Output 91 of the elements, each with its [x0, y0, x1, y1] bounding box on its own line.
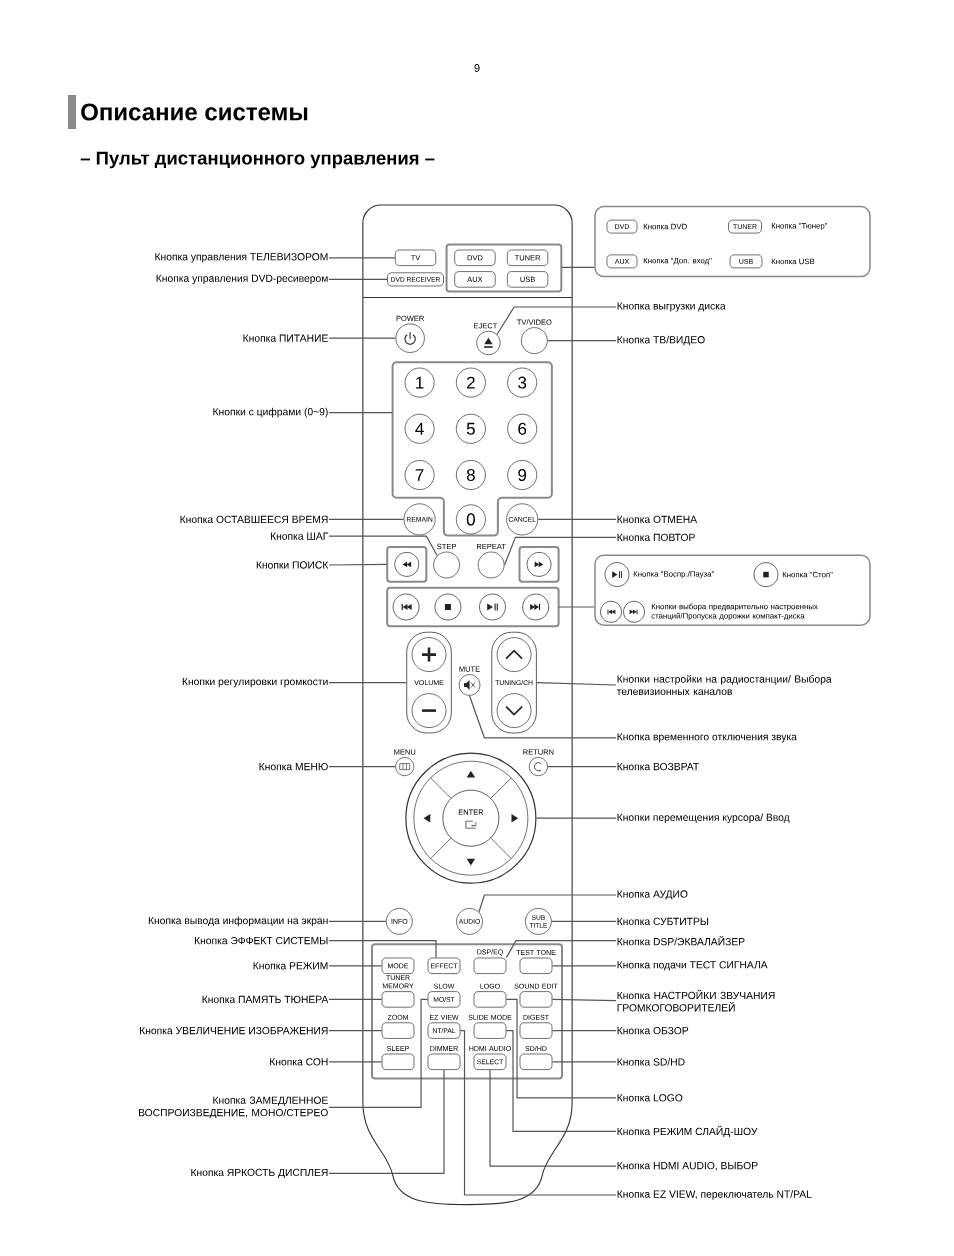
callout-text: Кнопки настройки на радиостанции/ Выбора телевизионных каналов	[616, 674, 832, 696]
leader-line	[328, 518, 405, 520]
callout-text: Кнопка ЭФФЕКТ СИСТЕМЫ	[194, 936, 328, 945]
callout-text: Кнопка УВЕЛИЧЕНИЕ ИЗОБРАЖЕНИЯ	[140, 1026, 328, 1035]
callout-text: Кнопка выгрузки диска	[617, 302, 726, 312]
leader-line	[503, 536, 617, 566]
leader-line	[505, 940, 617, 959]
leader-line	[551, 965, 617, 967]
number-button: 0	[455, 504, 486, 535]
leader-line	[328, 998, 429, 1108]
leader-line	[328, 1069, 445, 1174]
page-number: 9	[474, 64, 480, 72]
number-button: 7	[404, 460, 435, 490]
leader-line	[489, 1069, 617, 1167]
leader-line	[551, 998, 617, 1002]
leader-line	[328, 1030, 383, 1032]
leader-line	[328, 965, 383, 967]
callout-text: Кнопка DSP/ЭКВАЛАЙЗЕР	[617, 935, 745, 946]
leader-line	[328, 278, 388, 280]
callout-text: Кнопка ШАГ	[270, 532, 329, 540]
callout-text: Кнопка подачи ТЕСТ СИГНАЛА	[617, 961, 768, 971]
leader-line	[537, 518, 617, 520]
leader-line	[551, 1061, 617, 1063]
leader-line	[328, 412, 393, 414]
callout-text: Кнопка ОТМЕНА	[617, 515, 698, 524]
callout-text: Кнопка ПОВТОР	[617, 533, 695, 542]
leader-line	[551, 1030, 617, 1032]
number-button: 1	[404, 367, 435, 398]
callout-text: Кнопка МЕНЮ	[259, 762, 328, 771]
number-button: 6	[507, 413, 538, 444]
callout-text: Кнопки с цифрами (0~9)	[213, 407, 328, 418]
leader-line	[478, 894, 617, 913]
callout-text: Кнопка ЯРКОСТЬ ДИСПЛЕЯ	[191, 1168, 328, 1178]
button-group	[445, 243, 563, 293]
leader-line	[328, 766, 396, 768]
leader-line	[505, 1030, 617, 1132]
leader-line	[328, 682, 407, 684]
number-button: 2	[455, 367, 486, 398]
leader-line	[328, 920, 387, 922]
leader-line	[558, 606, 595, 608]
callout-text: Кнопка ОСТАВШЕЕСЯ ВРЕМЯ	[180, 515, 328, 524]
callout-text: Кнопка управления ТЕЛЕВИЗОРОМ	[155, 253, 328, 263]
remote-body	[362, 204, 573, 1206]
callout-text: Кнопка ОБЗОР	[617, 1026, 689, 1035]
number-button: 5	[455, 413, 486, 444]
leader-line	[505, 998, 617, 1099]
number-button: 3	[507, 367, 538, 398]
leader-line	[328, 998, 383, 1000]
leader-line	[328, 257, 396, 259]
title: Описание системы	[81, 103, 308, 121]
leader-line	[551, 920, 617, 922]
callout-text: Кнопка ЗАМЕДЛЕННОЕ ВОСПРОИЗВЕДЕНИЕ, МОНО/СТЕРЕО	[139, 1096, 328, 1119]
number-button: 8	[455, 460, 486, 490]
leader-line	[496, 306, 617, 336]
callout-text: Кнопка РЕЖИМ	[253, 962, 328, 970]
callout-text: Кнопка вывода информации на экран	[148, 916, 328, 927]
callout-text: Кнопки регулировки громкости	[182, 678, 328, 688]
leader-line	[328, 940, 437, 959]
callout-text: Кнопка СОН	[270, 1058, 328, 1066]
callout-text: Кнопка ПИТАНИЕ	[243, 334, 328, 342]
button-group	[371, 943, 563, 1080]
callout-text: Кнопка ВОЗВРАТ	[617, 762, 699, 771]
callout-text: Кнопки перемещения курсора/ Ввод	[617, 813, 790, 823]
leader-line	[547, 340, 617, 342]
leader-line	[547, 766, 617, 768]
callout-text: Кнопка HDMI AUDIO, ВЫБОР	[617, 1161, 758, 1171]
callout-text: Кнопка LOGO	[617, 1094, 683, 1102]
callout-text: Кнопка EZ VIEW, переключатель NT/PAL	[617, 1190, 812, 1200]
callout-text: Кнопка управления DVD-ресивером	[156, 274, 328, 284]
leader-line	[328, 563, 388, 566]
number-button: 4	[404, 413, 435, 444]
leader-line	[328, 337, 397, 339]
leader-line	[459, 1030, 617, 1196]
callout-text: Кнопка временного отключения звука	[617, 733, 797, 743]
number-button: 9	[507, 460, 538, 490]
callout-text: Кнопка АУДИО	[617, 890, 688, 900]
callout-text: Кнопка ТВ/ВИДЕО	[617, 335, 705, 346]
callout-text: Кнопка ПАМЯТЬ ТЮНЕРА	[202, 995, 329, 1004]
callout-text: Кнопки ПОИСК	[256, 561, 329, 569]
subtitle: – Пульт дистанционного управления –	[80, 151, 435, 169]
callout-text: Кнопка СУБТИТРЫ	[617, 917, 709, 926]
leader-line	[468, 695, 617, 739]
callout-text: Кнопка НАСТРОЙКИ ЗВУЧАНИЯ ГРОМКОГОВОРИТЕЛЕЙ	[617, 989, 775, 1012]
callout-text: Кнопка РЕЖИМ СЛАЙД-ШОУ	[617, 1125, 758, 1138]
leader-line	[535, 817, 617, 819]
leader-line	[328, 1061, 383, 1063]
keypad-frame	[391, 361, 553, 537]
leader-line	[560, 266, 595, 268]
leader-line	[328, 535, 438, 557]
leader-line	[536, 682, 617, 686]
callout-text: Кнопка SD/HD	[617, 1058, 685, 1066]
